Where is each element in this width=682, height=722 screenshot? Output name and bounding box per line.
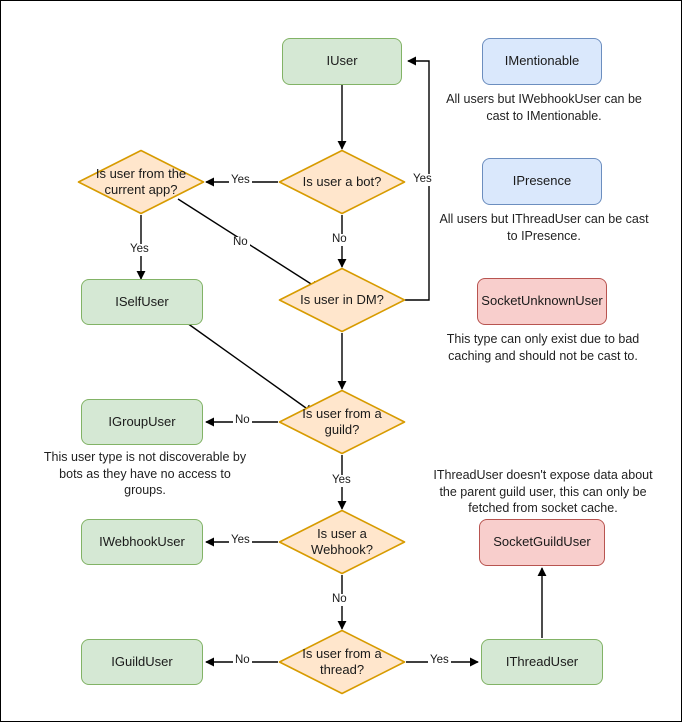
node-ithreaduser[interactable]: IThreadUser bbox=[481, 639, 603, 685]
edge-label-is-bot-no: No bbox=[330, 233, 349, 246]
note-mentionable: All users but IWebhookUser can be cast t… bbox=[446, 92, 642, 123]
node-is-guild-label: Is user from a guild? bbox=[302, 405, 382, 437]
node-iselfuser[interactable]: ISelfUser bbox=[81, 279, 203, 325]
node-socketunknownuser[interactable]: SocketUnknownUser bbox=[477, 278, 607, 325]
node-iwebhookuser[interactable]: IWebhookUser bbox=[81, 519, 203, 565]
note-group: This user type is not discoverable by bo… bbox=[43, 450, 247, 497]
edge-label-is-thread-no: No bbox=[233, 654, 252, 667]
node-ipresence-label: IPresence bbox=[512, 173, 572, 189]
edge-label-is-webhook-yes: Yes bbox=[229, 534, 252, 547]
edge-label-is-current-app-no: No bbox=[231, 236, 250, 249]
node-is-guild[interactable]: Is user from a guild? bbox=[278, 389, 406, 455]
node-socketguilduser-label: SocketGuildUser bbox=[493, 534, 591, 550]
node-iselfuser-label: ISelfUser bbox=[115, 293, 169, 309]
node-is-thread[interactable]: Is user from a thread? bbox=[278, 629, 406, 695]
edge-label-is-dm-yes: Yes bbox=[411, 173, 434, 186]
node-is-webhook-label: Is user a Webhook? bbox=[311, 525, 373, 557]
edge-label-is-webhook-no: No bbox=[330, 593, 349, 606]
node-imentionable[interactable]: IMentionable bbox=[482, 38, 602, 85]
node-iuser[interactable]: IUser bbox=[282, 38, 402, 85]
node-imentionable-label: IMentionable bbox=[504, 53, 580, 69]
node-igroupuser-label: IGroupUser bbox=[108, 413, 176, 429]
edge-label-is-bot-yes: Yes bbox=[229, 174, 252, 187]
node-socketguilduser[interactable]: SocketGuildUser bbox=[479, 519, 605, 566]
node-socketunknownuser-label: SocketUnknownUser bbox=[481, 293, 603, 309]
node-is-current-app[interactable]: Is user from the current app? bbox=[77, 149, 205, 215]
is-thread-shape bbox=[278, 629, 406, 695]
note-presence: All users but IThreadUser can be cast to… bbox=[439, 212, 649, 243]
node-iwebhookuser-label: IWebhookUser bbox=[99, 533, 185, 549]
node-is-current-app-label: Is user from the current app? bbox=[95, 165, 187, 197]
is-webhook-shape bbox=[278, 509, 406, 575]
edge-label-is-current-app-yes: Yes bbox=[128, 243, 151, 256]
node-iuser-label: IUser bbox=[326, 53, 358, 69]
node-is-bot[interactable]: Is user a bot? bbox=[278, 149, 406, 215]
node-is-dm-label: Is user in DM? bbox=[300, 291, 384, 307]
node-is-dm[interactable]: Is user in DM? bbox=[278, 267, 406, 333]
node-ithreaduser-label: IThreadUser bbox=[505, 653, 579, 669]
node-iguilduser[interactable]: IGuildUser bbox=[81, 639, 203, 685]
node-igroupuser[interactable]: IGroupUser bbox=[81, 399, 203, 445]
is-current-app-shape bbox=[77, 149, 205, 215]
edge-label-is-guild-no: No bbox=[233, 414, 252, 427]
is-dm-shape bbox=[278, 267, 406, 333]
note-unknown: This type can only exist due to bad cach… bbox=[446, 332, 640, 363]
node-is-bot-label: Is user a bot? bbox=[302, 173, 382, 189]
is-guild-shape bbox=[278, 389, 406, 455]
node-is-thread-label: Is user from a thread? bbox=[302, 645, 382, 677]
note-thread: IThreadUser doesn't expose data about th… bbox=[433, 468, 653, 515]
node-is-webhook[interactable]: Is user a Webhook? bbox=[278, 509, 406, 575]
edge-label-is-guild-yes: Yes bbox=[330, 474, 353, 487]
node-iguilduser-label: IGuildUser bbox=[111, 653, 173, 669]
node-ipresence[interactable]: IPresence bbox=[482, 158, 602, 205]
edge-label-is-thread-yes: Yes bbox=[428, 654, 451, 667]
is-bot-shape bbox=[278, 149, 406, 215]
